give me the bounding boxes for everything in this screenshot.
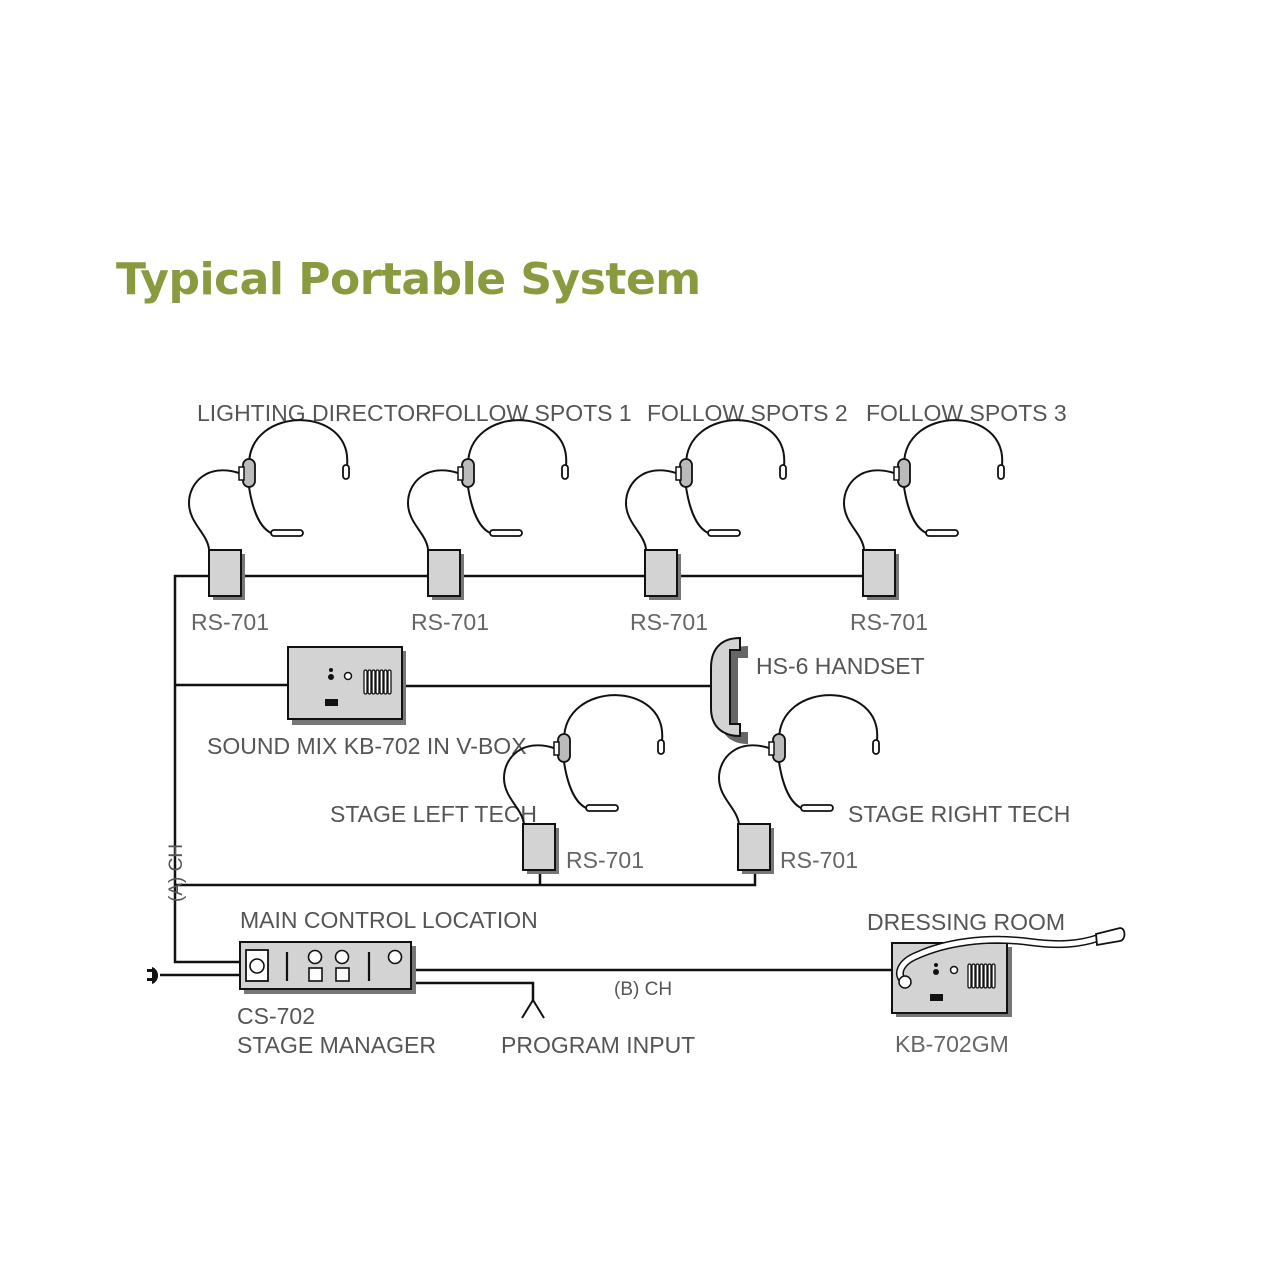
stage-techs-wire [175, 870, 757, 887]
station-stage-right-tech: STAGE RIGHT TECH RS-701 [718, 694, 1070, 875]
handset-icon [710, 636, 748, 744]
channel-b-label: (B) CH [614, 979, 672, 1000]
device-label: RS-701 [566, 847, 644, 873]
station-dressing-room: DRESSING ROOM KB-702GM [867, 909, 1126, 1057]
beltpack-icon [644, 549, 682, 601]
headset-icon [625, 419, 787, 550]
station-label: MAIN CONTROL LOCATION [240, 907, 538, 933]
station-label: STAGE LEFT TECH [330, 801, 537, 827]
device-label: RS-701 [411, 609, 489, 635]
station-label: FOLLOW SPOTS 2 [647, 400, 848, 426]
device-label: KB-702GM [895, 1031, 1009, 1057]
station-label: DRESSING ROOM [867, 909, 1065, 935]
device-label: RS-701 [780, 847, 858, 873]
program-input-wire [412, 981, 535, 1000]
station-sound-mix: SOUND MIX KB-702 IN V-BOX [207, 646, 527, 759]
station-label: HS-6 HANDSET [756, 653, 925, 679]
headset-icon [188, 419, 350, 550]
device-label: RS-701 [850, 609, 928, 635]
headset-icon [407, 419, 569, 550]
main-station-icon [239, 941, 416, 994]
station-label: STAGE RIGHT TECH [848, 801, 1070, 827]
device-label: RS-701 [191, 609, 269, 635]
station-main-control: MAIN CONTROL LOCATION CS-702 STAGE MANAG… [237, 907, 538, 1058]
channel-a-label: (A) CH [166, 844, 187, 902]
beltpack-icon [522, 823, 560, 875]
program-input-label: PROGRAM INPUT [501, 1032, 695, 1058]
station-follow-spots-1: FOLLOW SPOTS 1 RS-701 [407, 400, 632, 635]
station-follow-spots-3: FOLLOW SPOTS 3 RS-701 [843, 400, 1067, 635]
beltpack-icon [737, 823, 775, 875]
power-plug-icon [147, 967, 159, 984]
device-label: RS-701 [630, 609, 708, 635]
station-stage-left-tech: STAGE LEFT TECH RS-701 [330, 694, 665, 875]
gooseneck-mic-icon [895, 927, 1126, 989]
wiring [160, 574, 892, 1019]
beltpack-icon [862, 549, 900, 601]
input-connector-icon [521, 998, 545, 1019]
station-handset: HS-6 HANDSET [710, 636, 925, 744]
diagram-title: Typical Portable System [116, 254, 701, 305]
channel-a-trunk [173, 574, 240, 964]
role-label: STAGE MANAGER [237, 1032, 436, 1058]
device-label: CS-702 [237, 1003, 315, 1029]
station-label: SOUND MIX KB-702 IN V-BOX [207, 733, 527, 759]
speaker-station-icon [287, 646, 406, 725]
beltpack-icon [208, 549, 246, 601]
station-lighting-director: LIGHTING DIRECTOR RS-701 [188, 400, 432, 635]
station-follow-spots-2: FOLLOW SPOTS 2 RS-701 [625, 400, 848, 635]
beltpack-icon [427, 549, 465, 601]
headset-icon [843, 419, 1005, 550]
